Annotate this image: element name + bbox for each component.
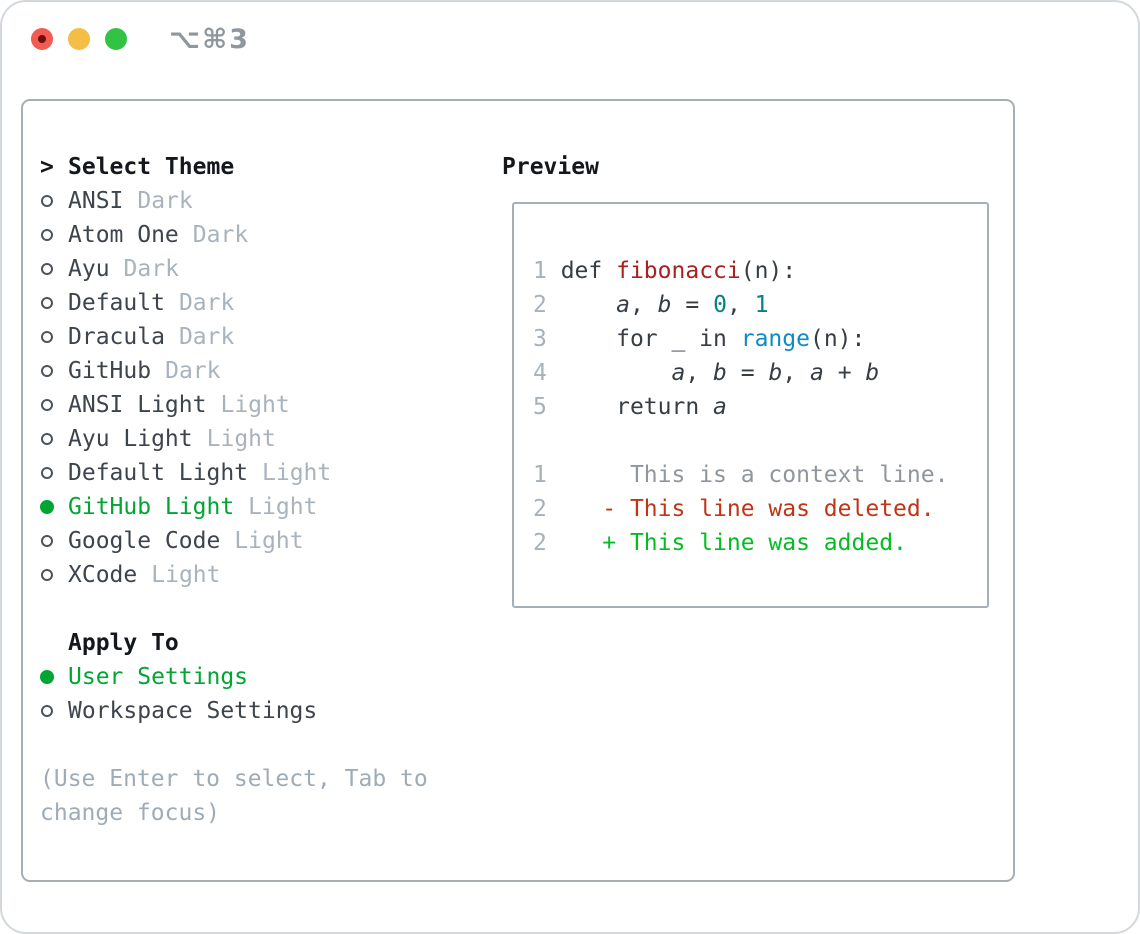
option-label: GitHub — [68, 358, 152, 384]
code-line: 2 - This line was deleted. — [533, 496, 935, 522]
apply-option-user-settings[interactable]: User Settings — [40, 660, 492, 694]
radio-selected-icon — [40, 670, 68, 684]
option-label: User Settings — [68, 664, 249, 690]
theme-option-dracula[interactable]: Dracula Dark — [40, 320, 492, 354]
theme-option-ansi[interactable]: ANSI Dark — [40, 184, 492, 218]
theme-option-ayu-light[interactable]: Ayu Light Light — [40, 422, 492, 456]
radio-selected-icon — [40, 500, 68, 514]
theme-variant-tag: Dark — [192, 222, 249, 248]
option-label: ANSI — [68, 188, 124, 214]
code-line: 4 a, b = b, a + b — [533, 360, 880, 386]
option-label: Default Light — [68, 460, 249, 486]
apply-option-workspace-settings[interactable]: Workspace Settings — [40, 694, 492, 728]
theme-variant-tag: Light — [248, 494, 318, 520]
bullet-circle — [41, 467, 53, 479]
bullet-circle — [41, 535, 53, 547]
title-bar: ⌥⌘3 — [31, 24, 250, 55]
preview-title: Preview — [502, 154, 599, 180]
option-label: Google Code — [68, 528, 221, 554]
close-button[interactable] — [31, 28, 53, 50]
radio-icon — [40, 331, 68, 343]
radio-icon — [40, 433, 68, 445]
option-label: ANSI Light — [68, 392, 207, 418]
radio-icon — [40, 229, 68, 241]
theme-variant-tag: Light — [206, 426, 276, 452]
bullet-circle — [41, 365, 53, 377]
option-label: Default — [68, 290, 165, 316]
theme-variant-tag: Dark — [137, 188, 193, 214]
theme-option-default[interactable]: Default Dark — [40, 286, 492, 320]
theme-option-atom-one[interactable]: Atom One Dark — [40, 218, 492, 252]
option-label: Atom One — [68, 222, 179, 248]
theme-option-google-code[interactable]: Google Code Light — [40, 524, 492, 558]
theme-variant-tag: Dark — [178, 290, 235, 316]
zoom-button[interactable] — [105, 28, 127, 50]
bullet-circle — [41, 195, 53, 207]
radio-icon — [40, 569, 68, 581]
close-dot-icon — [38, 35, 46, 43]
code-line: 5 return a — [533, 394, 727, 420]
apply-to-title: Apply To — [68, 630, 179, 656]
apply-to-header: Apply To — [40, 626, 492, 660]
radio-icon — [40, 467, 68, 479]
cursor-chevron-icon: > — [40, 154, 54, 180]
code-line — [533, 424, 987, 458]
code-line: 2 + This line was added. — [533, 530, 907, 556]
theme-option-xcode[interactable]: XCode Light — [40, 558, 492, 592]
radio-icon — [40, 297, 68, 309]
bullet-circle — [41, 229, 53, 241]
preview-box: 1 def fibonacci(n): 2 a, b = 0, 1 3 for _ … — [512, 202, 989, 608]
option-label: Dracula — [68, 324, 165, 350]
select-theme-header: > Select Theme — [40, 150, 492, 184]
bullet-circle — [40, 670, 54, 684]
theme-variant-tag: Light — [262, 460, 332, 486]
code-line: 3 for _ in range(n): — [533, 326, 866, 352]
bullet-circle — [41, 331, 53, 343]
option-label: Workspace Settings — [68, 698, 318, 724]
radio-icon — [40, 195, 68, 207]
bullet-circle — [40, 500, 54, 514]
option-label: Ayu — [68, 256, 110, 282]
code-line: 1 def fibonacci(n): — [533, 258, 797, 284]
theme-option-github-light[interactable]: GitHub Light Light — [40, 490, 492, 524]
select-theme-title: Select Theme — [68, 154, 235, 180]
option-label: XCode — [68, 562, 138, 588]
keyboard-hint: (Use Enter to select, Tab to change focu… — [40, 766, 428, 826]
code-line: 2 a, b = 0, 1 — [533, 292, 769, 318]
theme-variant-tag: Dark — [123, 256, 179, 282]
code-preview: 1 def fibonacci(n): 2 a, b = 0, 1 3 for _ … — [514, 204, 987, 560]
theme-option-ansi-light[interactable]: ANSI Light Light — [40, 388, 492, 422]
window-title: ⌥⌘3 — [169, 23, 250, 55]
theme-variant-tag: Dark — [165, 358, 221, 384]
minimize-button[interactable] — [68, 28, 90, 50]
theme-variant-tag: Light — [220, 392, 290, 418]
radio-icon — [40, 263, 68, 275]
option-label: GitHub Light — [68, 494, 235, 520]
bullet-circle — [41, 399, 53, 411]
theme-variant-tag: Light — [151, 562, 221, 588]
radio-icon — [40, 535, 68, 547]
bullet-circle — [41, 433, 53, 445]
bullet-circle — [41, 705, 53, 717]
bullet-circle — [41, 263, 53, 275]
radio-icon — [40, 705, 68, 717]
theme-variant-tag: Dark — [178, 324, 235, 350]
bullet-circle — [41, 297, 53, 309]
theme-option-github[interactable]: GitHub Dark — [40, 354, 492, 388]
bullet-circle — [41, 569, 53, 581]
theme-option-ayu[interactable]: Ayu Dark — [40, 252, 492, 286]
theme-option-default-light[interactable]: Default Light Light — [40, 456, 492, 490]
code-line: 1 This is a context line. — [533, 462, 949, 488]
theme-variant-tag: Light — [234, 528, 304, 554]
option-label: Ayu Light — [68, 426, 193, 452]
radio-icon — [40, 399, 68, 411]
radio-icon — [40, 365, 68, 377]
